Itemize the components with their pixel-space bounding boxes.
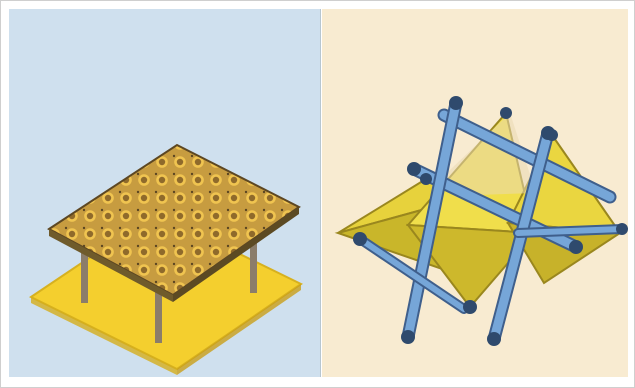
left-panel — [9, 9, 321, 377]
cantilever-array-illustration — [9, 9, 321, 377]
pyramidal-lattice-illustration — [322, 9, 628, 377]
pyramid-elements — [338, 113, 620, 307]
right-panel — [322, 9, 628, 377]
